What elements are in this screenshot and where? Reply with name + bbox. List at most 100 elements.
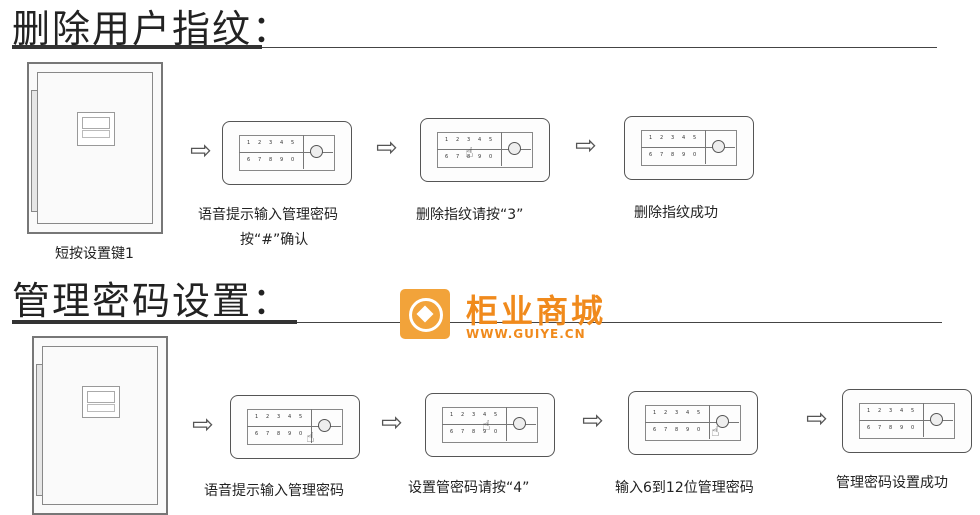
step-caption-press-hash-confirm: 按“#”确认 xyxy=(240,232,309,248)
keypad-key: 3 xyxy=(472,412,476,418)
keypad-key: 7 xyxy=(266,431,270,437)
right-arrow-icon: ⇨ xyxy=(381,408,403,438)
fingerprint-sensor-icon xyxy=(930,413,943,426)
keypad-key: 6 xyxy=(649,152,653,158)
keypad-key: 1 xyxy=(247,140,251,146)
keypad-key: 0 xyxy=(697,427,701,433)
keypad-key: 1 xyxy=(649,135,653,141)
step-caption-delete-press-3: 删除指纹请按“3” xyxy=(416,207,524,223)
keypad-key: 8 xyxy=(675,427,679,433)
keypad-key: 6 xyxy=(450,429,454,435)
keypad-illustration: 1 2 3 4 5 6 7 8 9 0 ☝ xyxy=(628,391,758,455)
keypad-key: 8 xyxy=(889,425,893,431)
keypad-key: 0 xyxy=(494,429,498,435)
admin-password-title: 管理密码设置： xyxy=(12,279,293,323)
section-divider-thin xyxy=(262,47,937,48)
watermark-name: 柜业商城 xyxy=(466,292,607,330)
fingerprint-sensor-icon xyxy=(716,415,729,428)
fingerprint-sensor-icon xyxy=(310,145,323,158)
keypad-illustration: 1 2 3 4 5 6 7 8 9 0 xyxy=(624,116,754,180)
keypad-key: 3 xyxy=(671,135,675,141)
step-caption-admin-password-set-success: 管理密码设置成功 xyxy=(836,475,948,491)
keypad-key: 5 xyxy=(911,408,915,414)
fingerprint-sensor-icon xyxy=(508,142,521,155)
keypad-key: 7 xyxy=(461,429,465,435)
fingerprint-sensor-icon xyxy=(318,419,331,432)
safe-hinge xyxy=(31,90,38,212)
delete-fingerprint-title: 删除用户指纹： xyxy=(12,7,293,51)
pointing-hand-icon: ☝ xyxy=(465,145,474,161)
keypad-key: 4 xyxy=(478,137,482,143)
keypad-key: 4 xyxy=(682,135,686,141)
keypad-key: 3 xyxy=(889,408,893,414)
keypad-key: 4 xyxy=(483,412,487,418)
keypad-key: 7 xyxy=(660,152,664,158)
safe-hinge xyxy=(36,364,43,496)
keypad-illustration: 1 2 3 4 5 6 7 8 9 0 xyxy=(842,389,972,453)
keypad-key: 0 xyxy=(299,431,303,437)
keypad-key: 1 xyxy=(445,137,449,143)
keypad-key: 6 xyxy=(445,154,449,160)
keypad-key: 8 xyxy=(467,154,471,160)
keypad-key: 9 xyxy=(483,429,487,435)
keypad-key: 2 xyxy=(660,135,664,141)
keypad-key: 2 xyxy=(461,412,465,418)
watermark-url: WWW.GUIYE.CN xyxy=(466,327,586,341)
keypad-key: 9 xyxy=(900,425,904,431)
keypad-key: 9 xyxy=(288,431,292,437)
keypad-key: 2 xyxy=(664,410,668,416)
right-arrow-icon: ⇨ xyxy=(806,404,828,434)
section-divider-thick xyxy=(12,320,297,324)
keypad-key: 5 xyxy=(291,140,295,146)
keypad-key: 9 xyxy=(686,427,690,433)
keypad-key: 7 xyxy=(258,157,262,163)
fingerprint-sensor-icon xyxy=(513,417,526,430)
keypad-key: 6 xyxy=(867,425,871,431)
keypad-key: 6 xyxy=(653,427,657,433)
safe-illustration xyxy=(27,62,163,234)
keypad-key: 1 xyxy=(450,412,454,418)
step-caption-enter-6-to-12-digit-password: 输入6到12位管理密码 xyxy=(615,480,754,496)
keypad-illustration: 1 2 3 4 5 6 7 8 9 0 xyxy=(222,121,352,185)
keypad-key: 5 xyxy=(697,410,701,416)
keypad-key: 8 xyxy=(671,152,675,158)
keypad-key: 7 xyxy=(878,425,882,431)
right-arrow-icon: ⇨ xyxy=(376,133,398,163)
keypad-key: 5 xyxy=(299,414,303,420)
section-divider-thick xyxy=(12,45,262,49)
keypad-key: 3 xyxy=(269,140,273,146)
safe-door xyxy=(42,346,158,505)
keypad-key: 5 xyxy=(489,137,493,143)
keypad-key: 2 xyxy=(258,140,262,146)
keypad-illustration: 1 2 3 4 5 6 7 8 9 0 ☝ xyxy=(425,393,555,457)
keypad-key: 4 xyxy=(288,414,292,420)
right-arrow-icon: ⇨ xyxy=(190,136,212,166)
keypad-key: 1 xyxy=(653,410,657,416)
keypad-key: 2 xyxy=(266,414,270,420)
keypad-key: 4 xyxy=(280,140,284,146)
keypad-illustration: 1 2 3 4 5 6 7 8 9 0 ☝ xyxy=(420,118,550,182)
keypad-key: 5 xyxy=(693,135,697,141)
keypad-key: 9 xyxy=(478,154,482,160)
keypad-key: 5 xyxy=(494,412,498,418)
keypad-key: 9 xyxy=(280,157,284,163)
keypad-key: 3 xyxy=(675,410,679,416)
step-caption-short-press-set-key: 短按设置键1 xyxy=(55,246,134,262)
keypad-key: 8 xyxy=(269,157,273,163)
right-arrow-icon: ⇨ xyxy=(575,131,597,161)
keypad-key: 0 xyxy=(489,154,493,160)
safe-control-panel xyxy=(77,112,115,146)
right-arrow-icon: ⇨ xyxy=(582,406,604,436)
keypad-key: 0 xyxy=(291,157,295,163)
safe-control-panel xyxy=(82,386,120,418)
keypad-key: 6 xyxy=(247,157,251,163)
keypad-key: 4 xyxy=(686,410,690,416)
pointing-hand-icon: ☝ xyxy=(482,418,491,434)
keypad-key: 7 xyxy=(664,427,668,433)
keypad-key: 7 xyxy=(456,154,460,160)
step-caption-set-admin-press-4: 设置管密码请按“4” xyxy=(408,480,530,496)
keypad-key: 0 xyxy=(693,152,697,158)
fingerprint-sensor-icon xyxy=(712,140,725,153)
keypad-key: 1 xyxy=(255,414,259,420)
keypad-illustration: 1 2 3 4 5 6 7 8 9 0 ☝ xyxy=(230,395,360,459)
